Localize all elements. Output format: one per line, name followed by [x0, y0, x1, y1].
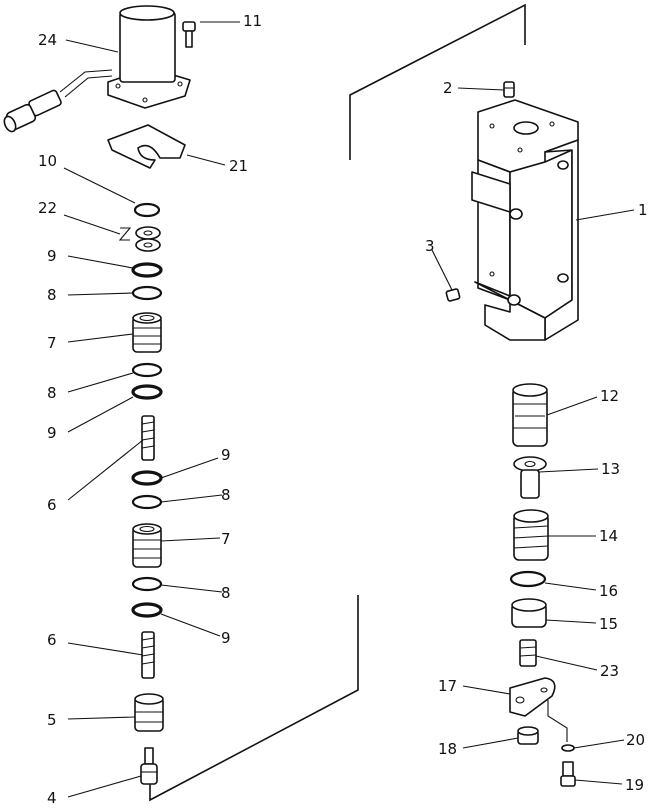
- callout-8b: 8: [47, 384, 57, 402]
- callout-7b: 7: [221, 530, 231, 548]
- valve-body: [471, 99, 579, 341]
- plug-5: [134, 693, 164, 732]
- callout-4: 4: [47, 789, 57, 807]
- callout-18: 10: [38, 152, 57, 170]
- piston-10: [512, 383, 548, 447]
- callout-7a: 7: [47, 334, 57, 352]
- callout-5: 5: [47, 711, 57, 729]
- spool-7b: [132, 523, 162, 568]
- retainer-11: [513, 456, 547, 499]
- callout-14: 16: [599, 582, 618, 600]
- callout-8d: 8: [221, 584, 231, 602]
- gasket-plate: [107, 124, 186, 169]
- callout-3: 3: [425, 237, 435, 255]
- washer-bracket: [118, 227, 132, 241]
- callout-10: 12: [600, 387, 619, 405]
- plug-13: [511, 598, 547, 628]
- leader-lines: [63, 21, 635, 798]
- callout-24: 23: [600, 662, 619, 680]
- spring-24: [519, 639, 537, 667]
- washer-23-lower-hole: [143, 242, 153, 248]
- o-ring-14: [509, 570, 547, 588]
- backup-ring-9a: [131, 262, 163, 278]
- callout-11: 13: [601, 460, 620, 478]
- callout-9b: 9: [47, 424, 57, 442]
- assembly-bracket-line: [349, 3, 526, 160]
- callout-9d: 9: [221, 629, 231, 647]
- callout-1: 1: [638, 201, 648, 219]
- backup-ring-9d: [131, 602, 163, 618]
- assembly-bracket-line-lower: [149, 595, 359, 802]
- plate-15: [509, 677, 556, 717]
- set-screw-3: [445, 288, 461, 302]
- washer-23-upper-hole: [143, 230, 153, 236]
- o-ring-8b: [131, 362, 163, 378]
- o-ring-8c: [131, 494, 163, 510]
- plate-link-line: [547, 700, 568, 742]
- callout-15: 17: [438, 677, 457, 695]
- callout-8a: 8: [47, 286, 57, 304]
- bolt-19: [182, 21, 196, 48]
- o-ring-8d: [131, 576, 163, 592]
- callout-2: 2: [443, 79, 453, 97]
- callout-8c: 8: [221, 486, 231, 504]
- callout-labels: 24 11 21 10 22 9 8 7 8 9 6 9 8 7 8 9 6 5…: [38, 12, 648, 807]
- spool-7a: [132, 312, 162, 353]
- o-ring-8a: [131, 285, 163, 301]
- callout-13: 15: [599, 615, 618, 633]
- callout-12: 14: [599, 527, 618, 545]
- set-screw-2: [503, 81, 515, 98]
- pin-4: [140, 747, 158, 785]
- o-ring-18: [133, 202, 161, 218]
- spring-6b: [141, 631, 155, 679]
- callout-22: 21: [229, 157, 248, 175]
- callout-21: 20: [626, 731, 645, 749]
- spring-6a: [141, 415, 155, 461]
- callout-6a: 6: [47, 496, 57, 514]
- callout-23: 22: [38, 199, 57, 217]
- bolt-20: [560, 761, 576, 787]
- washer-23-lower: [135, 238, 161, 252]
- backup-ring-9b: [131, 384, 163, 400]
- callout-17: 24: [38, 31, 57, 49]
- spring-12: [513, 509, 549, 561]
- callout-6b: 6: [47, 631, 57, 649]
- washer-21: [561, 744, 575, 752]
- callout-9a: 9: [47, 247, 57, 265]
- backup-ring-9c: [131, 470, 163, 486]
- callout-16: 18: [438, 740, 457, 758]
- nut-16: [517, 726, 539, 745]
- callout-19: 11: [243, 12, 262, 30]
- callout-20: 19: [625, 776, 644, 794]
- solenoid: [3, 5, 191, 133]
- callout-9c: 9: [221, 446, 231, 464]
- washer-23-upper: [135, 226, 161, 240]
